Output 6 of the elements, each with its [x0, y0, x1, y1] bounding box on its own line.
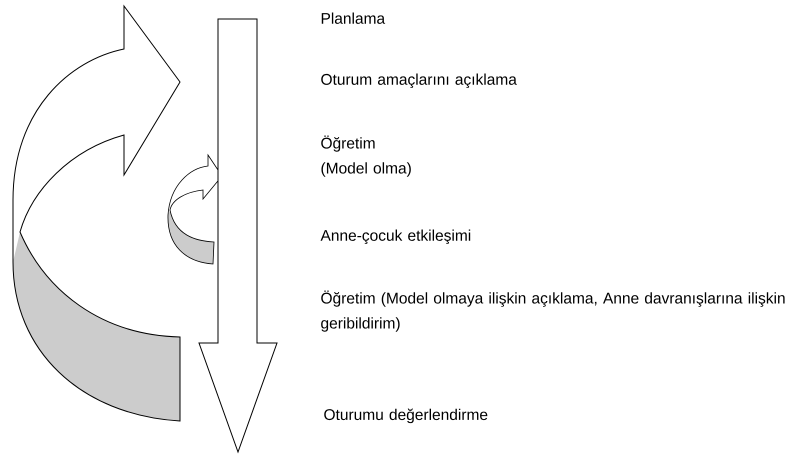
step-label: Oturumu değerlendirme [324, 408, 488, 424]
step-label: Öğretim (Model olma) [321, 136, 411, 177]
step-label: Öğretim (Model olmaya ilişkin açıklama, Anne davranışlarına ilişkin geribildirim) [321, 290, 785, 332]
step-label: Planlama [322, 12, 386, 24]
step-label: Oturum amaçlarını açıklama [321, 74, 517, 88]
step-label: Anne-çocuk etkileşimi [320, 230, 470, 244]
